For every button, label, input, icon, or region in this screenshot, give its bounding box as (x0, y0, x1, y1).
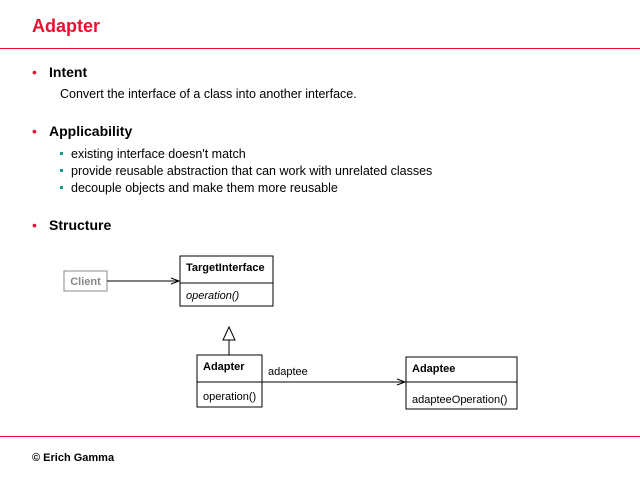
arrowhead-icon (170, 277, 181, 285)
intent-heading: • Intent (32, 64, 87, 80)
association-label: adaptee (268, 366, 308, 378)
square-bullet-icon (60, 152, 63, 156)
adaptee-operation: adapteeOperation() (412, 394, 507, 406)
list-item-text: decouple objects and make them more reus… (71, 181, 338, 195)
structure-heading: • Structure (32, 217, 111, 233)
bullet-dot: • (32, 64, 37, 80)
intent-text: Convert the interface of a class into an… (60, 87, 357, 101)
bullet-dot: • (32, 123, 37, 139)
adapter-class: Adapter operation() (196, 354, 263, 408)
intent-heading-text: Intent (49, 64, 88, 80)
adaptee-class: Adaptee adapteeOperation() (405, 356, 518, 410)
client-label: Client (70, 276, 101, 288)
target-interface-name: TargetInterface (186, 262, 265, 274)
target-interface-class: TargetInterface operation() (179, 255, 274, 307)
title-divider (0, 48, 640, 49)
adaptee-box (405, 356, 518, 410)
footer-divider (0, 436, 640, 437)
adapter-name: Adapter (203, 361, 245, 373)
list-item-text: provide reusable abstraction that can wo… (71, 164, 433, 178)
structure-heading-text: Structure (49, 217, 112, 233)
copyright-footer: © Erich Gamma (32, 452, 115, 464)
slide-title: Adapter (32, 16, 101, 36)
adaptee-name: Adaptee (412, 363, 455, 375)
client-class: Client (63, 270, 108, 292)
inheritance-triangle-icon (222, 325, 236, 341)
applicability-list: existing interface doesn't match provide… (60, 146, 432, 197)
target-interface-box (179, 255, 274, 307)
list-item: existing interface doesn't match (60, 146, 432, 163)
target-interface-operation: operation() (186, 290, 240, 302)
square-bullet-icon (60, 186, 63, 190)
list-item: provide reusable abstraction that can wo… (60, 163, 432, 180)
list-item: decouple objects and make them more reus… (60, 180, 432, 197)
applicability-heading: • Applicability (32, 123, 132, 139)
bullet-dot: • (32, 217, 37, 233)
square-bullet-icon (60, 169, 63, 173)
list-item-text: existing interface doesn't match (71, 147, 246, 161)
applicability-heading-text: Applicability (49, 123, 133, 139)
arrowhead-icon (396, 378, 407, 386)
adapter-box (196, 354, 263, 408)
adapter-operation: operation() (203, 391, 256, 403)
